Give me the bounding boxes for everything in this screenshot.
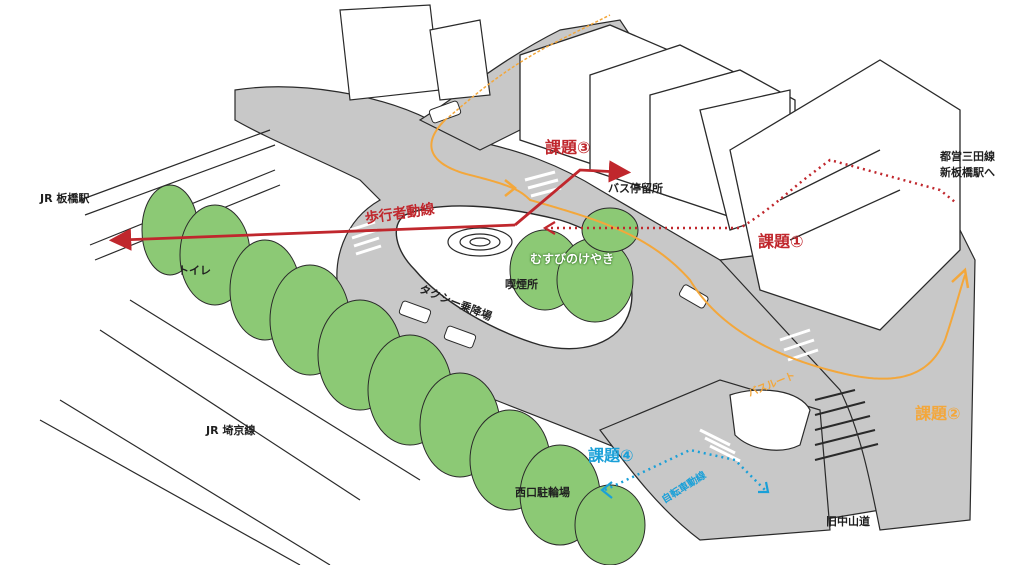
- bus-route-line: [430, 119, 966, 380]
- issue-3-label: 課題③: [545, 138, 591, 157]
- bus-stop-label: バス停留所: [608, 182, 663, 195]
- smoking-area-icon: [447, 227, 513, 257]
- triangle-island: [729, 389, 811, 451]
- trees-row: [141, 184, 646, 565]
- hatch-zone: [814, 389, 879, 461]
- right-road: [718, 229, 976, 531]
- building-top-left: [339, 4, 491, 101]
- issue-1-label: 課題①: [758, 232, 804, 251]
- pedestrian-route-branch: [514, 160, 632, 227]
- bicycle-arrow-right: [758, 481, 770, 494]
- issue-4-label: 課題④: [588, 446, 634, 465]
- toilet-label: トイレ: [178, 264, 211, 277]
- pedestrian-route-line: [108, 223, 516, 251]
- jr-itabashi-station-label: JR 板橋駅: [40, 192, 90, 205]
- toei-mita-line-label: 都営三田線: [940, 150, 995, 163]
- musubi-keyaki-label: むすびのけやき: [530, 252, 615, 266]
- crosswalks: [349, 170, 819, 463]
- keyaki-tree: [509, 207, 639, 323]
- building-right: [729, 59, 961, 331]
- bicycle-arrow-left: [600, 481, 613, 499]
- railway: [39, 129, 421, 565]
- smoking-area-label: 喫煙所: [505, 278, 538, 291]
- bus-arrow: [504, 179, 518, 197]
- bus-route-upper: [444, 14, 611, 121]
- cars: [398, 100, 709, 349]
- bus-arrow-end: [951, 267, 970, 289]
- old-nakasendo-label: 旧中山道: [826, 515, 870, 528]
- jr-saikyo-line-label: JR 埼京線: [206, 424, 256, 437]
- issue1-arrow: [542, 221, 556, 235]
- to-shin-itabashi-label: 新板橋駅へ: [940, 166, 995, 179]
- issue-2-label: 課題②: [915, 404, 961, 423]
- bike-parking-label: 西口駐輪場: [515, 486, 570, 499]
